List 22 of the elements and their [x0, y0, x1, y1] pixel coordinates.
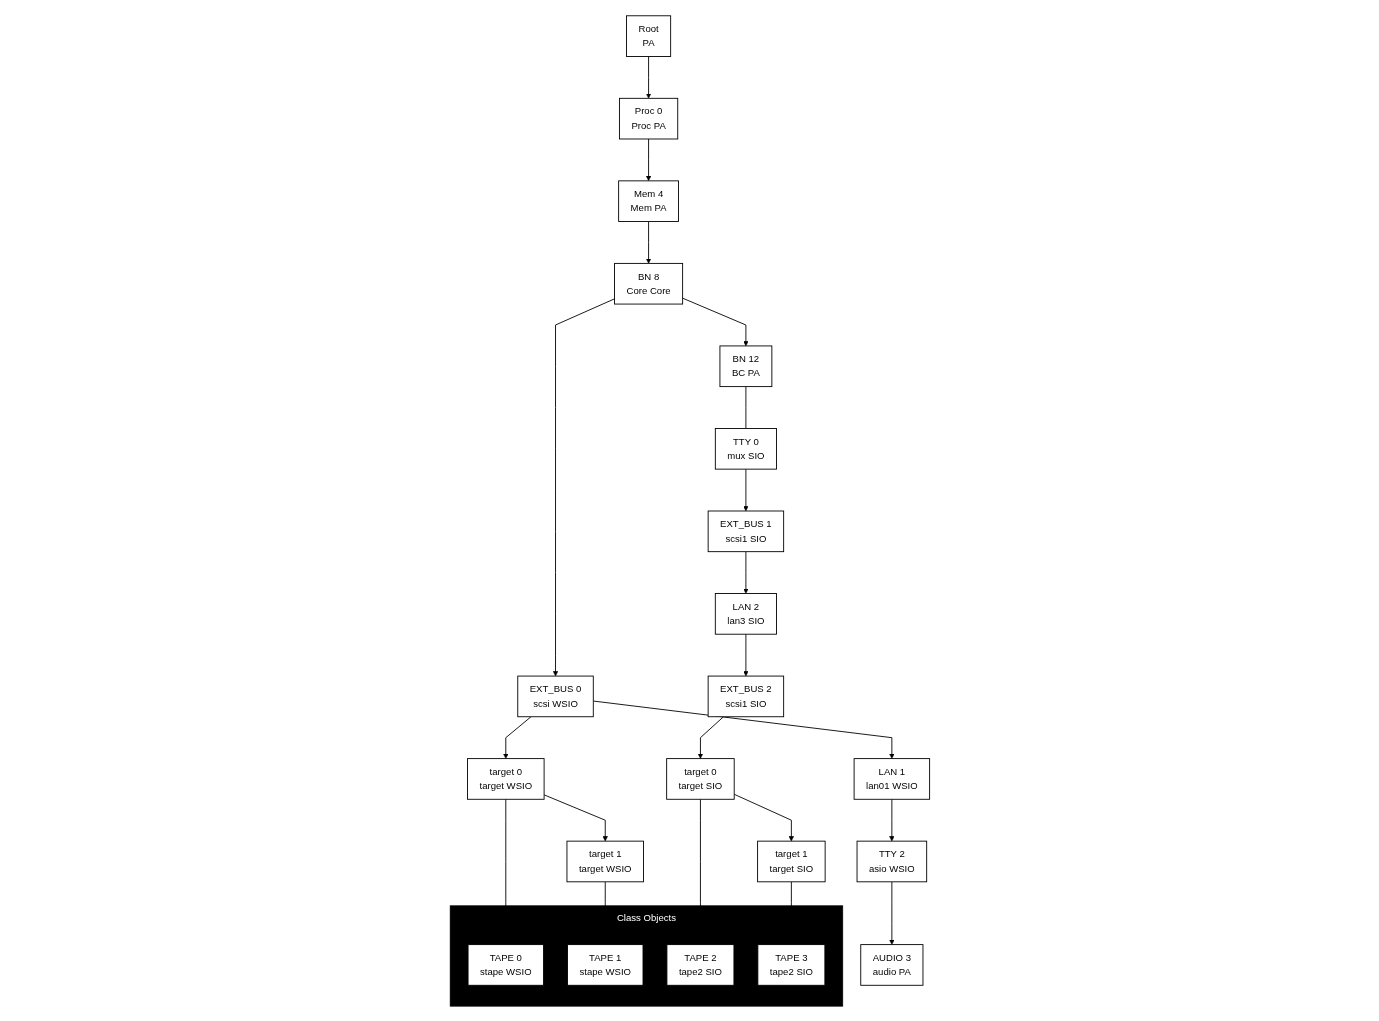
node-box: TAPE 2 tape2 SIO	[666, 943, 734, 986]
node-box: TTY 2 asio WSIO	[856, 840, 927, 882]
node-box: target 0 target WSIO	[466, 757, 545, 800]
node-box: target 0 target SIO	[665, 757, 735, 800]
connector	[745, 385, 746, 429]
node-box: EXT_BUS 0 scsi WSIO	[516, 675, 594, 717]
node-box: AUDIO 3 audio PA	[859, 943, 924, 986]
node-box: target 1 target SIO	[756, 840, 826, 882]
node-box: BN 8 Core Core	[613, 262, 683, 304]
node-box: TTY 0 mux SIO	[714, 427, 777, 470]
node-box: BN 12 BC PA	[719, 345, 772, 387]
node-box: Proc 0 Proc PA	[618, 97, 678, 139]
node-box: EXT_BUS 1 scsi1 SIO	[707, 510, 784, 552]
node-box: TAPE 3 tape2 SIO	[757, 943, 825, 986]
node-box: EXT_BUS 2 scsi1 SIO	[707, 675, 784, 717]
node-box: target 1 target WSIO	[566, 840, 644, 882]
node-box: Mem 4 Mem PA	[617, 179, 679, 222]
node-box: LAN 2 lan3 SIO	[714, 592, 777, 635]
node-box: Root PA	[625, 14, 671, 57]
node-box: LAN 1 lan01 WSIO	[853, 757, 930, 800]
node-box: TAPE 0 stape WSIO	[467, 943, 544, 986]
node-box: TAPE 1 stape WSIO	[566, 943, 644, 986]
